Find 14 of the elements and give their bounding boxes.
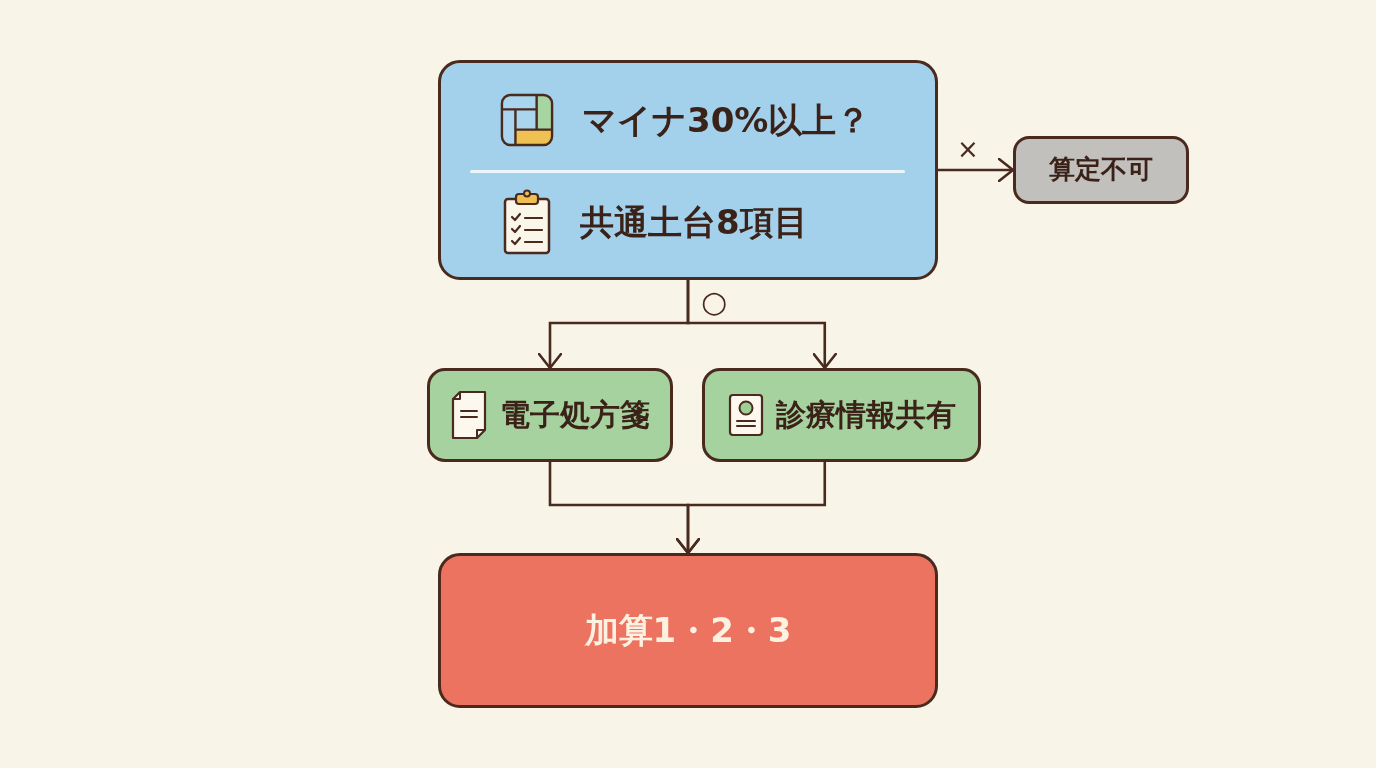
- arrow: [938, 157, 1015, 183]
- decision-box: [438, 60, 938, 280]
- node-label: 共通土台8項目: [580, 201, 808, 243]
- node-label: 電子処方箋: [500, 397, 650, 433]
- arrow: [675, 462, 827, 555]
- outcome-box: [438, 553, 938, 708]
- question-text: マイナ30%以上？: [582, 99, 871, 141]
- node-label: 算定不可: [1049, 154, 1153, 186]
- process-box: [427, 368, 673, 462]
- node-label: 診療情報共有: [775, 397, 956, 433]
- process-box: [702, 368, 981, 462]
- arrow: [686, 280, 838, 370]
- result-box: [1013, 136, 1189, 204]
- node-label: 加算1・2・3: [584, 610, 792, 651]
